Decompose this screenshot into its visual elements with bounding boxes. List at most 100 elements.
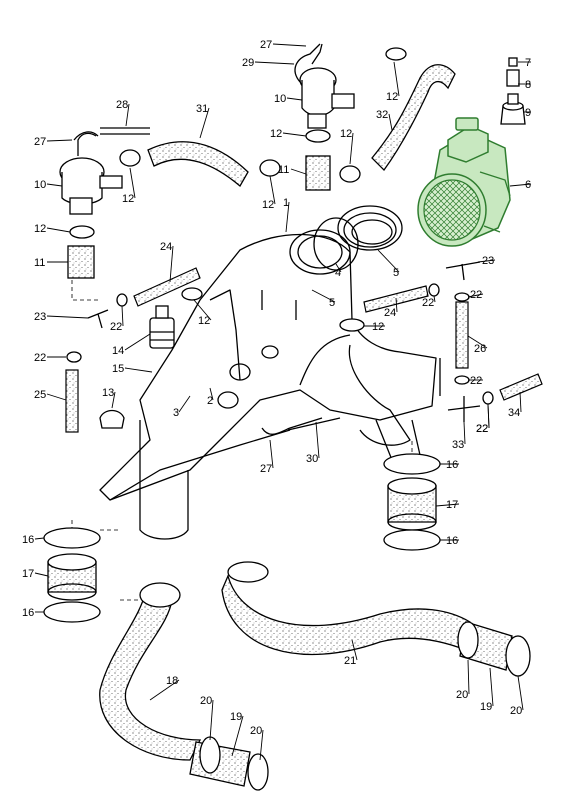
assembly-guide-lines <box>71 280 413 601</box>
leader-line <box>463 421 466 445</box>
pressure-sensor-14 <box>149 305 175 349</box>
fitting-screws <box>500 57 526 125</box>
callout-12: 12 <box>270 128 282 140</box>
leader-line <box>149 679 180 701</box>
callout-2: 2 <box>207 395 213 407</box>
callout-11: 11 <box>34 257 45 269</box>
air-flow-sensor-highlighted <box>417 117 511 247</box>
leader-line <box>377 249 400 273</box>
hose-18 <box>99 589 202 761</box>
leader-line <box>259 729 264 761</box>
callout-13: 13 <box>102 387 114 399</box>
bellows-4-5 <box>313 205 403 271</box>
leader-line <box>290 168 307 175</box>
callout-12: 12 <box>198 315 210 327</box>
callout-10: 10 <box>274 93 286 105</box>
hose-31 <box>147 141 249 187</box>
leader-line <box>509 183 532 187</box>
rings-22 <box>66 283 494 405</box>
leader-line <box>34 537 45 540</box>
leader-line <box>519 391 522 413</box>
leader-line <box>269 175 276 205</box>
leader-line <box>467 659 470 695</box>
leader-line <box>209 699 214 741</box>
leader-line <box>517 675 524 711</box>
leader-line <box>311 289 336 303</box>
hose-18-end <box>139 582 181 608</box>
hose-21-end <box>227 561 269 583</box>
callout-17: 17 <box>22 568 34 580</box>
callout-20: 20 <box>250 725 262 737</box>
leader-line <box>349 132 354 165</box>
callout-34: 34 <box>508 407 520 419</box>
leader-line <box>254 61 295 65</box>
callout-16: 16 <box>22 607 34 619</box>
callout-26: 26 <box>474 343 486 355</box>
callout-22: 22 <box>34 352 46 364</box>
leader-line <box>285 201 290 233</box>
callout-24: 24 <box>160 241 172 253</box>
leader-line <box>435 503 460 507</box>
callout-23: 23 <box>482 255 494 267</box>
leader-line <box>489 667 494 707</box>
leader-line <box>111 391 116 409</box>
leader-line <box>46 393 67 401</box>
leader-line <box>269 439 274 469</box>
callout-33: 33 <box>452 439 464 451</box>
sleeve-11-left <box>67 245 95 279</box>
leader-line <box>125 103 130 127</box>
callout-27: 27 <box>260 463 272 475</box>
callout-21: 21 <box>344 655 356 667</box>
callout-16: 16 <box>446 535 458 547</box>
coupling-19-right <box>457 621 531 677</box>
valve-right <box>299 43 355 129</box>
leader-line <box>335 263 342 273</box>
callout-16: 16 <box>22 534 34 546</box>
t-piece-23-left <box>87 309 109 329</box>
callout-22: 22 <box>470 375 482 387</box>
leader-line <box>199 107 210 139</box>
callout-16: 16 <box>446 459 458 471</box>
leader-line <box>169 245 174 283</box>
hose-27-bottom <box>261 417 323 435</box>
hose-28 <box>100 127 150 135</box>
leader-line <box>286 97 303 101</box>
leader-line <box>124 367 153 373</box>
leader-line <box>395 297 398 313</box>
callout-30: 30 <box>306 453 318 465</box>
leader-line <box>433 295 436 303</box>
leader-line <box>193 299 212 321</box>
callout-23: 23 <box>34 311 46 323</box>
callout-6: 6 <box>525 179 531 191</box>
callout-12: 12 <box>372 321 384 333</box>
leader-line <box>388 113 393 131</box>
hose-32 <box>371 64 456 171</box>
callout-19: 19 <box>230 711 242 723</box>
callout-4: 4 <box>335 267 341 279</box>
leader-line <box>129 167 136 199</box>
callout-27: 27 <box>34 136 46 148</box>
t-piece-33 <box>447 396 481 422</box>
leader-line <box>209 387 214 401</box>
callout-12: 12 <box>34 223 46 235</box>
callout-1: 1 <box>283 197 289 209</box>
leader-line <box>231 715 244 757</box>
grommet-13 <box>99 409 125 429</box>
callout-12: 12 <box>262 199 274 211</box>
leader-line <box>487 403 490 429</box>
callout-9: 9 <box>525 107 531 119</box>
callout-15: 15 <box>112 363 124 375</box>
hose-24-left <box>133 267 201 307</box>
hose-21 <box>221 574 471 655</box>
callout-22: 22 <box>110 321 122 333</box>
hose-clamps-12 <box>69 47 407 332</box>
callout-11: 11 <box>278 164 289 176</box>
leader-line <box>351 639 358 661</box>
callout-28: 28 <box>116 99 128 111</box>
hose-26 <box>455 301 469 369</box>
callout-19: 19 <box>480 701 492 713</box>
hose-27-top-left <box>73 131 99 141</box>
callout-12: 12 <box>122 193 134 205</box>
coupling-19-left <box>189 736 269 791</box>
